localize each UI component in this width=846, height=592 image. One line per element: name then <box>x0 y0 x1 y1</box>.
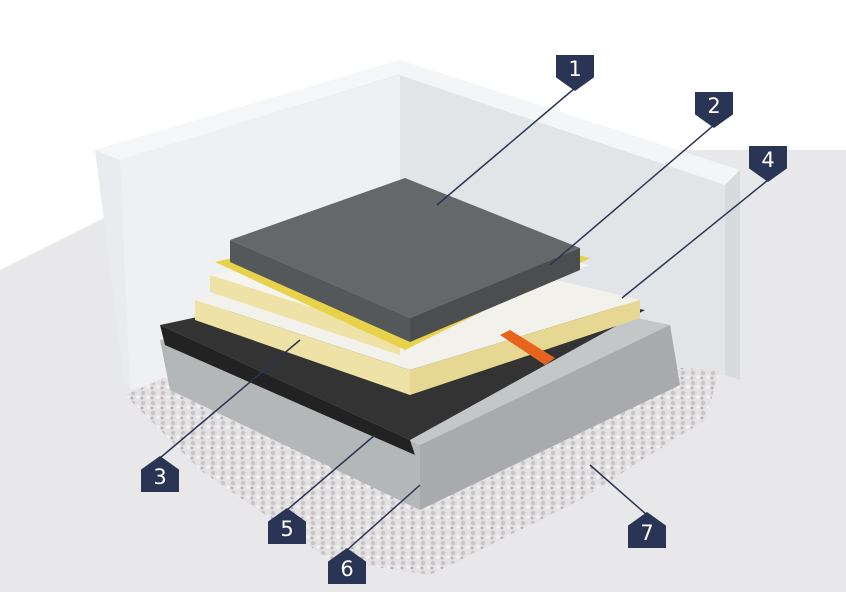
leader-line-5 <box>286 434 376 511</box>
callout-number: 3 <box>153 465 167 489</box>
leader-line-2 <box>549 124 715 266</box>
leader-line-7 <box>589 464 648 516</box>
leader-line-3 <box>159 339 301 459</box>
insulation-lower-front <box>195 300 410 395</box>
leader-line-6 <box>346 484 421 551</box>
screed-front <box>230 240 410 342</box>
left-wall-top <box>95 60 420 160</box>
leader-line-1 <box>436 87 576 206</box>
callout-number: 7 <box>640 521 654 545</box>
insulation-upper-front <box>210 275 400 355</box>
callout-number: 1 <box>568 57 582 81</box>
screed-top <box>230 178 580 318</box>
heating-pipe <box>500 330 555 365</box>
leader-line-4 <box>621 179 769 299</box>
concrete-slab-front <box>160 340 420 510</box>
callout-number: 6 <box>340 557 354 581</box>
leader-lines <box>159 87 769 551</box>
right-wall-top <box>400 60 740 185</box>
callout-number: 4 <box>761 148 775 172</box>
screed-side <box>410 248 580 342</box>
concrete-slab-side <box>420 325 680 510</box>
callout-number: 5 <box>280 517 294 541</box>
callout-number: 2 <box>707 94 721 118</box>
right-wall-end <box>725 170 740 380</box>
membrane-edge <box>160 325 415 455</box>
